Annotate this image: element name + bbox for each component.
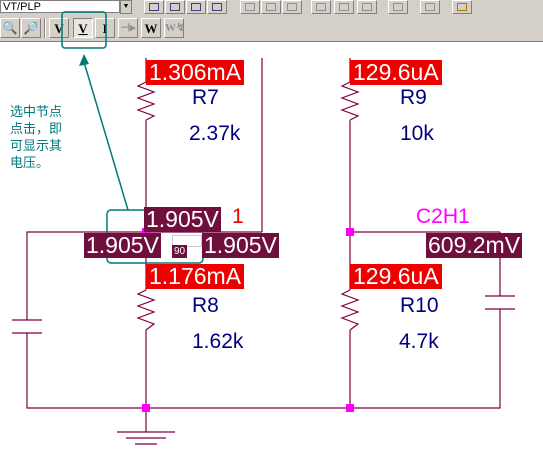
node-dot — [346, 228, 354, 236]
profile-select[interactable]: VT/PLP — [0, 0, 120, 13]
zoom-icon — [393, 3, 403, 11]
window-icon — [149, 3, 159, 11]
r8-current-badge: 1.176mA — [146, 264, 245, 289]
toolbar-tool-button-9[interactable] — [334, 0, 354, 14]
r8-value: 1.62k — [192, 330, 244, 353]
node-voltage-badge[interactable]: 1.905V — [144, 206, 221, 232]
window-icon — [191, 3, 201, 11]
power-disabled-button[interactable]: W↯ — [164, 18, 186, 38]
voltage-probe-button[interactable]: V — [49, 18, 69, 38]
current-display-button[interactable]: I — [95, 18, 115, 38]
node-voltage-badge-fragment: 90 — [172, 245, 188, 258]
c2h1-voltage-badge[interactable]: 609.2mV — [426, 232, 523, 258]
r7-value: 2.37k — [189, 122, 241, 145]
grid-icon — [245, 3, 255, 11]
grid-icon — [339, 3, 349, 11]
r7-current-badge: 1.306mA — [146, 60, 245, 85]
note-line: 选中节点 — [10, 105, 63, 120]
probe-icon: 🔎 — [23, 21, 39, 35]
node-voltage-display-button[interactable]: V — [73, 18, 93, 38]
node-dot — [346, 404, 354, 412]
node-dot — [142, 404, 150, 412]
chevron-down-icon[interactable]: ▼ — [120, 0, 132, 14]
toolbar-tool-button-2[interactable] — [165, 0, 185, 14]
resistor-r8 — [136, 289, 156, 331]
probe-toolbar: 🔍 🔎 V V I ⊣▸ W W↯ — [0, 15, 543, 42]
power-display-button[interactable]: W — [141, 18, 161, 38]
r9-ref: R9 — [400, 86, 427, 109]
note-line: 可显示其 — [10, 139, 63, 154]
main-toolbar: VT/PLP ▼ — [0, 0, 543, 16]
r7-ref: R7 — [192, 86, 219, 109]
power-icon: W↯ — [165, 22, 186, 34]
window-icon — [212, 3, 222, 11]
probe-icon: ⊣▸ — [120, 22, 136, 34]
power-probe-disabled-button[interactable]: ⊣▸ — [118, 18, 138, 38]
node-voltage-badge[interactable]: 1.905V — [202, 232, 279, 258]
window-icon — [170, 3, 180, 11]
toolbar-separator — [44, 18, 46, 38]
resistor-r9 — [340, 81, 360, 121]
toolbar-tool-button-5[interactable] — [240, 0, 260, 14]
resistor-r7 — [136, 81, 156, 121]
r9-value: 10k — [400, 122, 434, 145]
note-line: 点击，即 — [10, 122, 63, 137]
grid-icon — [266, 3, 276, 11]
zoom-icon: 🔍 — [2, 21, 18, 35]
toolbar-tool-button-12[interactable] — [420, 0, 440, 14]
toolbar-tool-button-1[interactable] — [144, 0, 164, 14]
resistor-r10 — [340, 289, 360, 331]
toolbar-tool-button-10[interactable] — [357, 0, 377, 14]
node-voltage-badge[interactable]: 1.905V — [84, 232, 161, 258]
annotation-note: 选中节点 点击，即 可显示其 电压。 — [10, 104, 62, 172]
toolbar-tool-button-4[interactable] — [207, 0, 227, 14]
r10-ref: R10 — [400, 294, 439, 317]
toolbar-tool-button-11[interactable] — [388, 0, 408, 14]
toolbar-tool-button-8[interactable] — [311, 0, 331, 14]
marker-icon — [457, 3, 467, 11]
toolbar-tool-button-6[interactable] — [261, 0, 281, 14]
zoom-probe-button[interactable]: 🔍 — [0, 18, 20, 38]
note-line: 电压。 — [10, 156, 50, 171]
arrowhead-icon — [79, 54, 89, 66]
annotation-arrow — [83, 61, 129, 211]
grid-icon — [316, 3, 326, 11]
r8-ref: R8 — [192, 294, 219, 317]
probe-button[interactable]: 🔎 — [21, 18, 41, 38]
zoom-icon — [425, 3, 435, 11]
grid-icon — [362, 3, 372, 11]
r9-current-badge: 129.6uA — [350, 60, 442, 85]
toolbar-tool-button-7[interactable] — [282, 0, 302, 14]
r10-current-badge: 129.6uA — [350, 264, 442, 289]
r7-ref-fragment: 1 — [232, 205, 244, 228]
c2h1-ref: C2H1 — [416, 205, 470, 228]
toolbar-tool-button-3[interactable] — [186, 0, 206, 14]
toolbar-tool-button-13[interactable] — [452, 0, 472, 14]
r10-value: 4.7k — [399, 330, 439, 353]
grid-icon — [287, 3, 297, 11]
